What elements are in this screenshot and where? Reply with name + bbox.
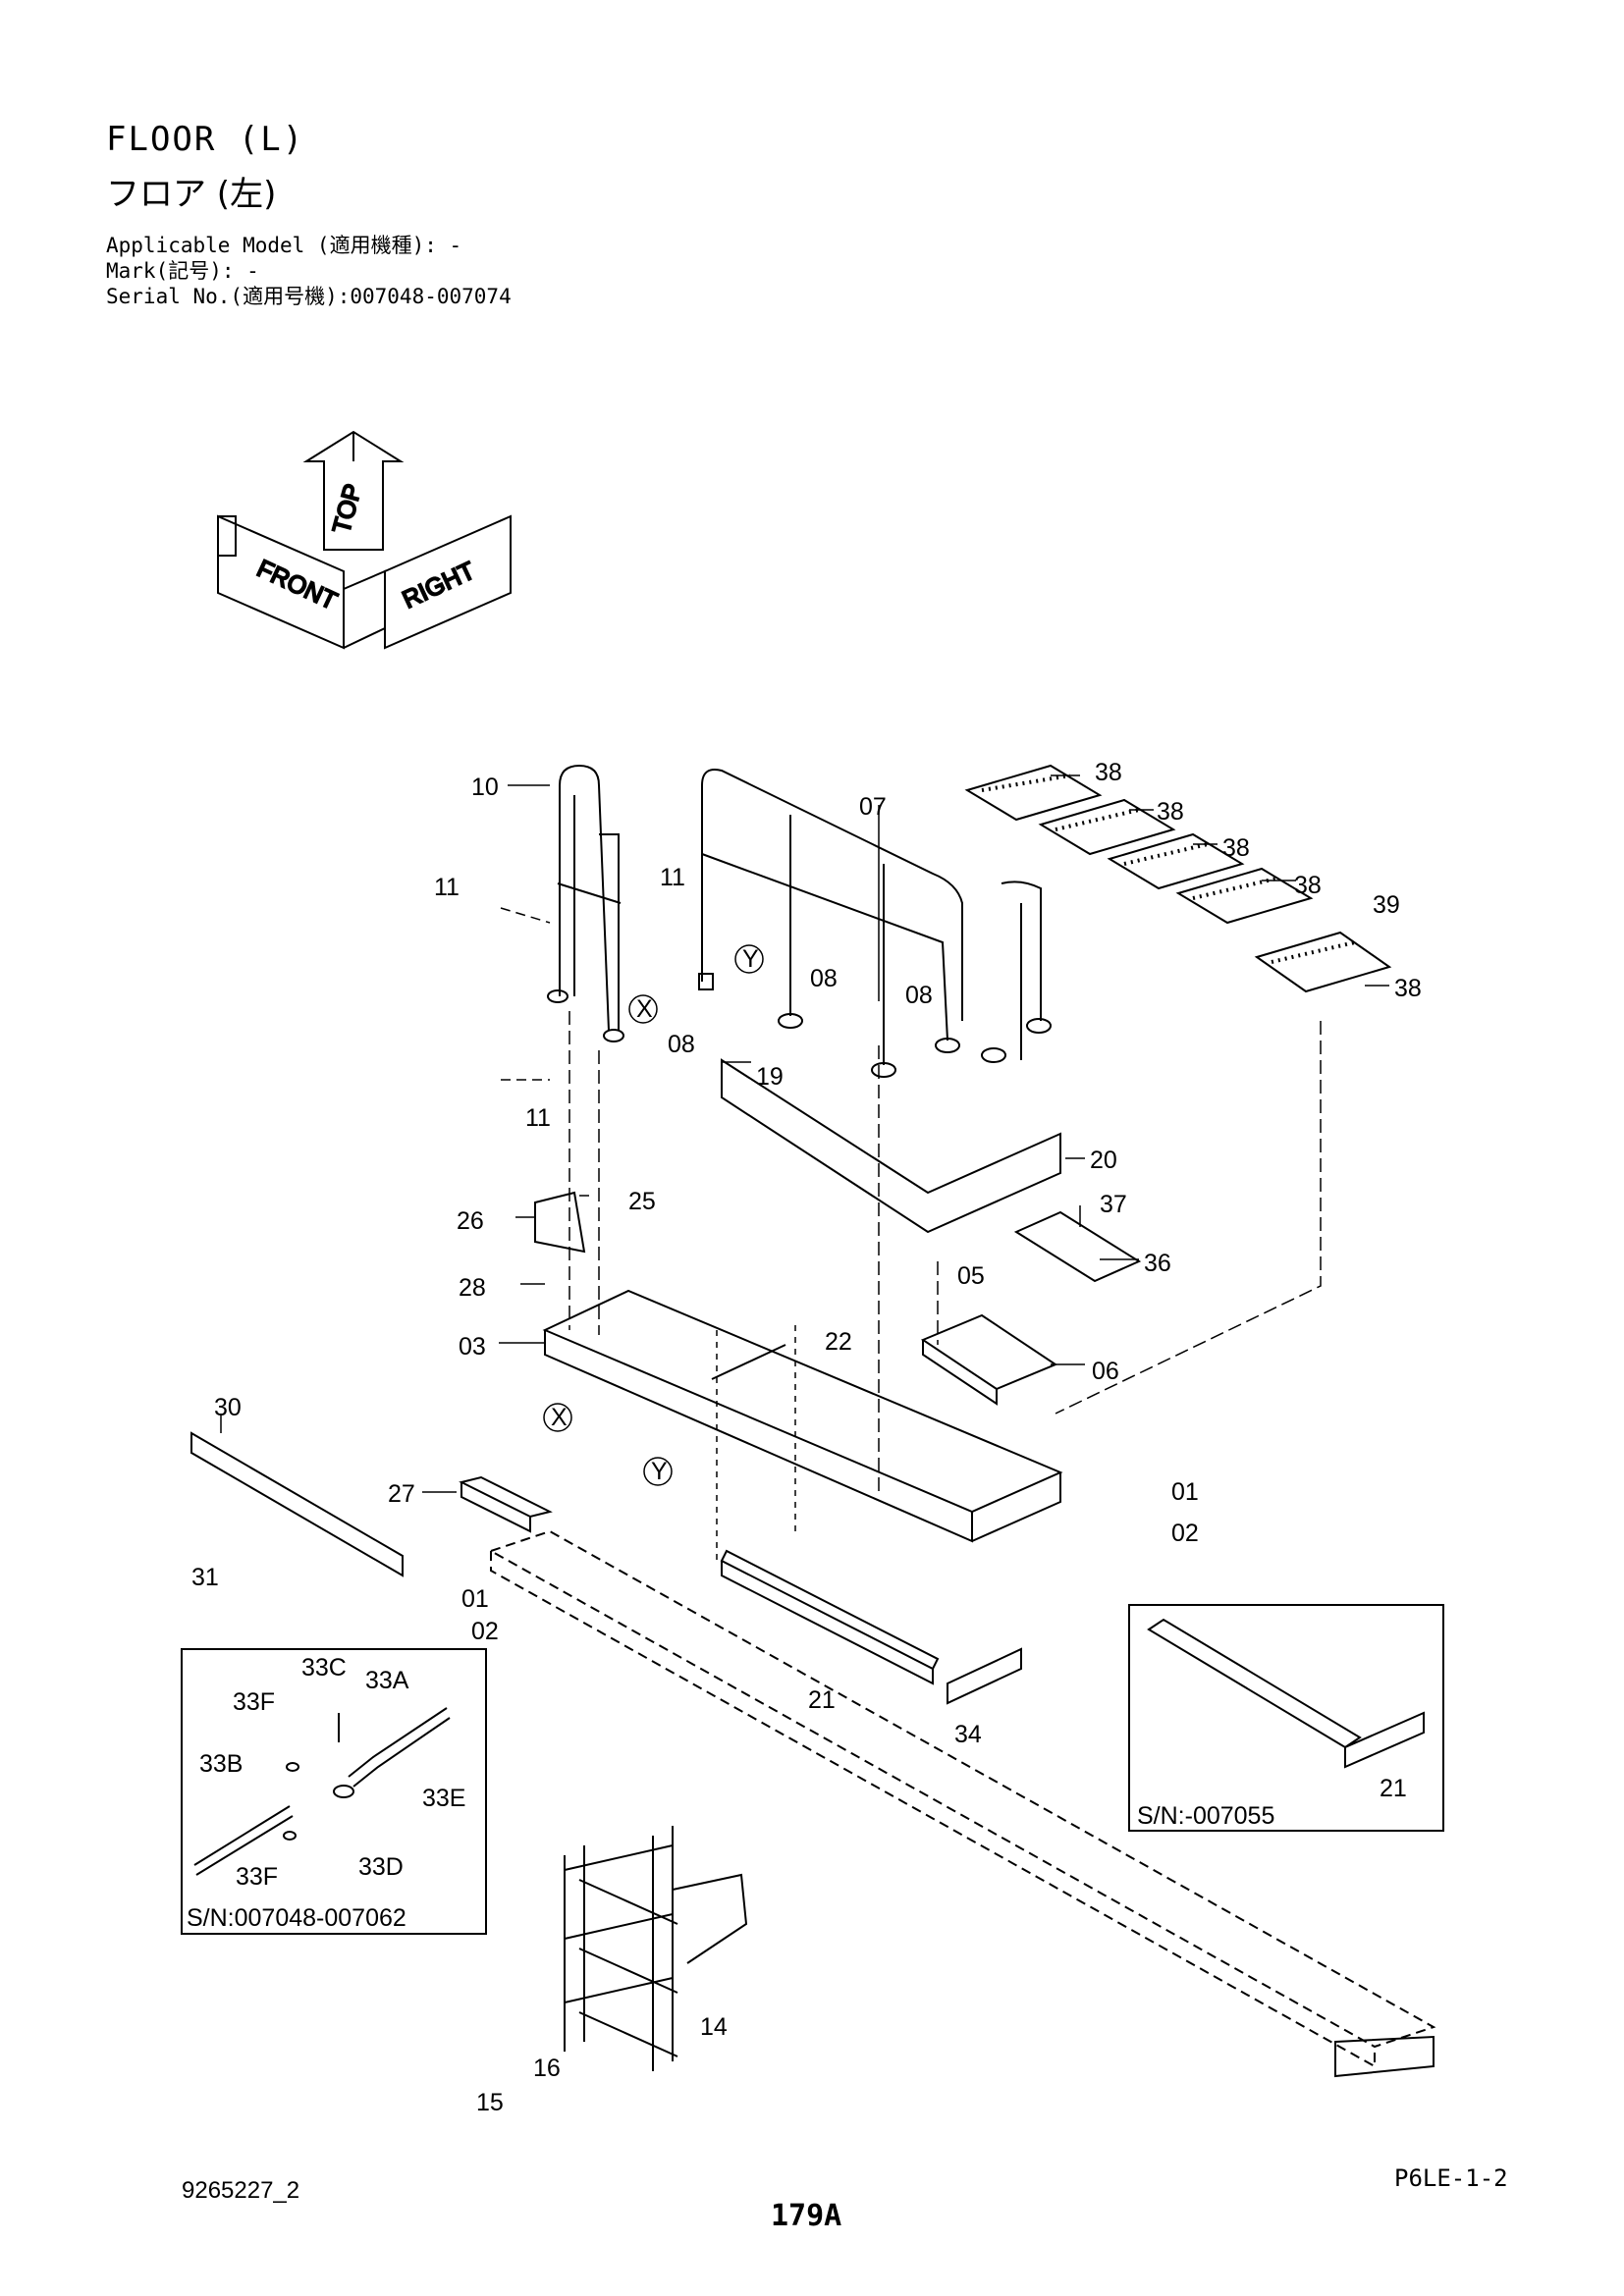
callout-08: 08 [668,1031,695,1058]
inset-right-frame [1128,1604,1444,1832]
callout-08: 08 [905,982,933,1009]
callout-31: 31 [191,1564,219,1591]
linkage-33 [193,1707,451,1876]
handrail-10 [547,764,624,1042]
step-21-variant [1147,1618,1425,1769]
step-21 [720,1549,940,1685]
cover-20 [721,1058,1061,1234]
callout-38: 38 [1294,872,1322,899]
callout-10: 10 [471,774,499,801]
callout-33d: 33D [358,1853,404,1881]
callout-02: 02 [471,1618,499,1645]
inset-right-serial: S/N:-007055 [1137,1802,1274,1830]
callout-37: 37 [1100,1191,1127,1218]
callout-38: 38 [1157,798,1184,826]
callout-circles [543,944,764,1486]
callout-36: 36 [1144,1250,1171,1277]
callout-14: 14 [700,2013,728,2041]
callout-x: X [636,995,653,1023]
callout-05: 05 [957,1262,985,1290]
plate-34 [947,1647,1022,1705]
plate-36 [1013,1210,1142,1283]
callout-19: 19 [756,1063,784,1091]
callout-02: 02 [1171,1520,1199,1547]
callout-38: 38 [1222,834,1250,862]
handrail-07 [698,769,1052,1078]
leader-lines [220,774,1389,1561]
callout-21: 21 [1380,1775,1407,1802]
callout-y: Y [651,1458,668,1485]
tread-plates-38 [964,764,1392,993]
callout-08: 08 [810,965,838,992]
callout-21: 21 [808,1686,836,1714]
callout-33a: 33A [365,1667,409,1694]
callout-06: 06 [1092,1358,1119,1385]
ladder-14 [564,1826,748,2071]
callout-33f: 33F [236,1863,278,1891]
main-frame [488,1529,1436,2078]
callout-15: 15 [476,2089,504,2116]
callout-33f: 33F [233,1688,275,1716]
callout-30: 30 [214,1394,242,1421]
callout-11: 11 [434,874,460,901]
callout-25: 25 [628,1188,656,1215]
bracket-27 [459,1475,553,1533]
callout-01: 01 [461,1585,489,1613]
cover-30 [190,1431,404,1577]
page-number: 179A [771,2199,842,2233]
mark: Mark(記号): - [106,259,259,283]
callout-11: 11 [660,864,685,891]
callout-27: 27 [388,1480,415,1508]
callout-01: 01 [1171,1478,1199,1506]
serial-number: Serial No.(適用号機):007048-007074 [106,285,512,308]
drawing-number: 9265227_2 [182,2177,300,2204]
callout-33c: 33C [301,1654,347,1682]
callout-07: 07 [859,793,887,821]
callout-33e: 33E [422,1785,465,1812]
callout-16: 16 [533,2055,561,2082]
callout-38: 38 [1394,975,1422,1002]
callout-26: 26 [457,1207,484,1235]
applicable-model: Applicable Model (適用機種): - [106,234,462,257]
page-title: FLOOR (L) [106,120,305,159]
sheet-code: P6LE-1-2 [1394,2164,1508,2192]
callout-22: 22 [825,1328,852,1356]
callout-20: 20 [1090,1147,1117,1174]
inset-left-frame [181,1648,487,1935]
plate-26 [534,1191,586,1254]
callout-11: 11 [525,1104,551,1132]
callout-34: 34 [954,1721,982,1748]
callout-03: 03 [459,1333,486,1361]
callout-y: Y [742,945,759,973]
callout-39: 39 [1373,891,1400,919]
page-title-japanese: フロア (左) [106,175,277,214]
callout-33b: 33B [199,1750,243,1778]
callout-x: X [551,1404,568,1431]
inset-left-serial: S/N:007048-007062 [187,1904,406,1932]
callout-38: 38 [1095,759,1122,786]
callout-28: 28 [459,1274,486,1302]
